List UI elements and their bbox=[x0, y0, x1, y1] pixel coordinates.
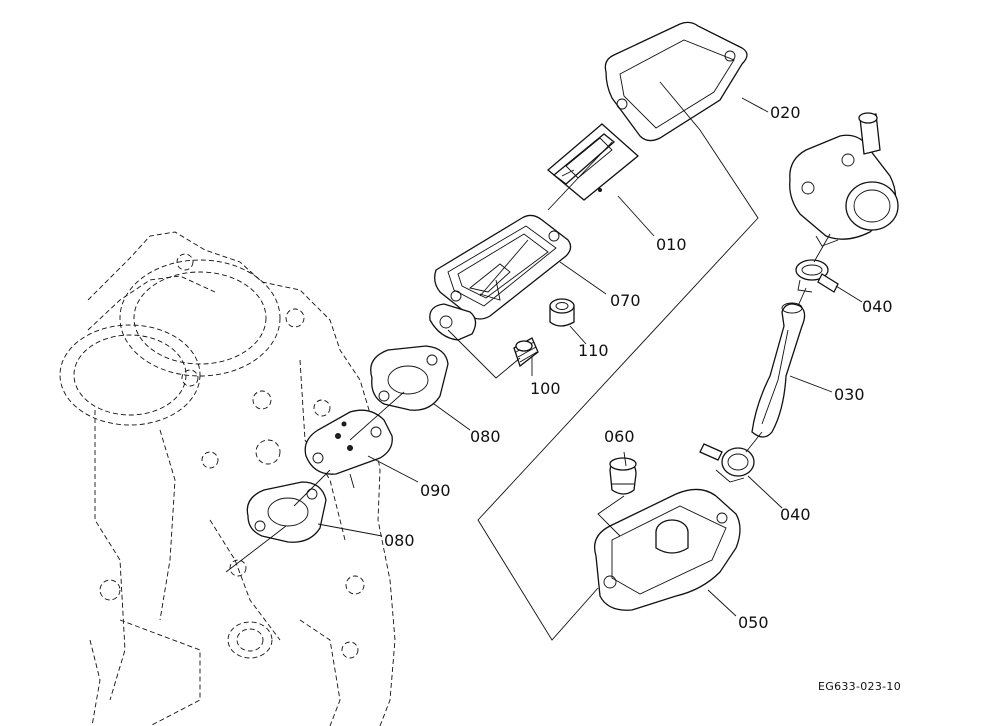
label-010: 010 bbox=[656, 235, 687, 254]
drawing-code: EG633-023-10 bbox=[818, 680, 901, 693]
engine-block bbox=[59, 231, 396, 726]
gasket-080-upper bbox=[370, 345, 449, 411]
gasket-080-lower bbox=[246, 481, 327, 543]
stud-100 bbox=[513, 337, 539, 368]
center-lines bbox=[225, 81, 831, 641]
plate-090 bbox=[304, 409, 393, 475]
cover-070 bbox=[429, 214, 572, 341]
plug-110 bbox=[549, 298, 575, 327]
leader-lines bbox=[317, 97, 863, 617]
label-080-upper: 080 bbox=[470, 427, 501, 446]
label-100: 100 bbox=[530, 379, 561, 398]
hose-030 bbox=[751, 302, 806, 438]
label-080-lower: 080 bbox=[384, 531, 415, 550]
clamp-040-upper bbox=[795, 259, 839, 293]
part-labels: 020 010 070 110 100 080 090 080 040 030 … bbox=[384, 103, 893, 632]
label-030: 030 bbox=[834, 385, 865, 404]
case-050 bbox=[593, 488, 741, 611]
label-110: 110 bbox=[578, 341, 609, 360]
label-050: 050 bbox=[738, 613, 769, 632]
clamp-040-lower bbox=[699, 443, 755, 483]
gasket-020 bbox=[604, 21, 748, 142]
label-090: 090 bbox=[420, 481, 451, 500]
label-040-upper: 040 bbox=[862, 297, 893, 316]
label-040-lower: 040 bbox=[780, 505, 811, 524]
plug-060 bbox=[609, 457, 637, 495]
label-070: 070 bbox=[610, 291, 641, 310]
label-020: 020 bbox=[770, 103, 801, 122]
thermostat-housing bbox=[789, 112, 899, 247]
label-060: 060 bbox=[604, 427, 635, 446]
